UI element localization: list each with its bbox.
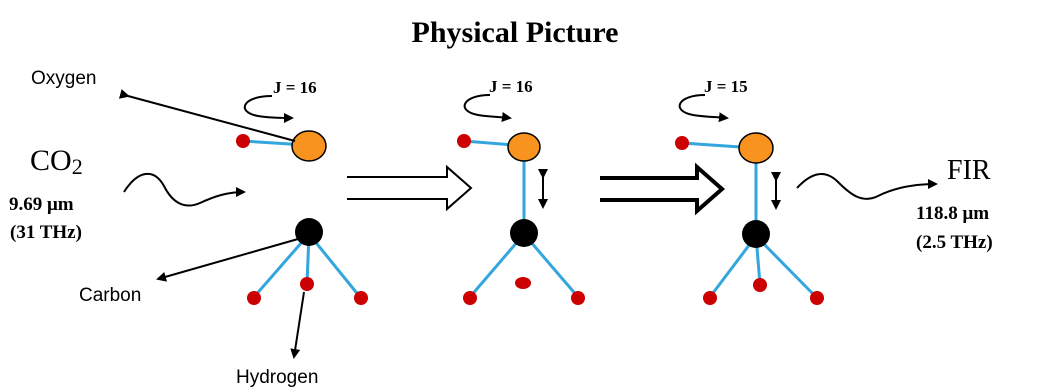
- outgoing-photon-wave: [796, 173, 938, 200]
- carbon-label: Carbon: [79, 285, 141, 306]
- co2-wavelength: 9.69 μm: [9, 194, 74, 215]
- fir-wavelength: 118.8 μm: [916, 203, 989, 224]
- rotation-arrow-2: [463, 94, 512, 122]
- hydrogen-atom-left-1: [247, 291, 261, 305]
- oxygen-atom-1: [291, 130, 327, 162]
- hydrogen-atom-left-2: [463, 291, 477, 305]
- molecule-state-2: J = 16: [457, 77, 585, 305]
- carbon-atom-3: [742, 220, 770, 248]
- hydrogen-atom-right-1: [354, 291, 368, 305]
- carbon-atom-1: [295, 218, 323, 246]
- fir-label: FIR: [947, 155, 991, 186]
- carbon-pointer: [156, 238, 299, 282]
- hydrogen-atom-right-3: [810, 291, 824, 305]
- c-h-bond-1c: [307, 233, 362, 298]
- hydrogen-atom-top-1: [236, 134, 250, 148]
- c-h-bond-2b: [522, 233, 580, 298]
- j-label-2: J = 16: [489, 77, 533, 96]
- incoming-photon-wave: [123, 173, 246, 207]
- rotation-arrow-3: [678, 94, 729, 123]
- c-h-bond-3a: [708, 235, 758, 298]
- hydrogen-atom-right-2: [571, 291, 585, 305]
- oxygen-label: Oxygen: [31, 68, 96, 89]
- co2-frequency: (31 THz): [10, 222, 82, 243]
- carbon-atom-2: [510, 219, 538, 247]
- hydrogen-label: Hydrogen: [236, 367, 318, 388]
- oxygen-atom-3: [738, 132, 774, 164]
- hydrogen-atom-top-2: [457, 134, 471, 148]
- hydrogen-atom-mid-1: [300, 277, 314, 291]
- transition-arrow-2: [600, 162, 726, 216]
- oxygen-atom-2: [507, 132, 541, 162]
- c-h-bond-3c: [754, 234, 818, 299]
- rotation-arrow-1: [243, 95, 294, 123]
- diagram-title: Physical Picture: [412, 16, 619, 49]
- hydrogen-pointer: [290, 291, 305, 359]
- hydrogen-atom-top-3: [675, 136, 689, 150]
- oxygen-pointer: [118, 89, 296, 142]
- o-h-bond-2: [463, 139, 515, 147]
- molecule-state-3: J = 15: [675, 77, 824, 305]
- c-h-bond-1a: [252, 233, 311, 298]
- j-label-3: J = 15: [704, 77, 748, 96]
- hydrogen-atom-mid-3: [753, 278, 767, 292]
- hydrogen-atom-left-3: [703, 291, 717, 305]
- hydrogen-atom-mid-2: [515, 277, 531, 289]
- c-h-bond-2a: [468, 233, 526, 298]
- co2-label: CO2: [30, 144, 83, 179]
- transition-arrow-1: [347, 164, 473, 212]
- fir-frequency: (2.5 THz): [916, 232, 993, 253]
- j-label-1: J = 16: [273, 78, 317, 97]
- molecule-state-1: J = 16: [236, 78, 368, 305]
